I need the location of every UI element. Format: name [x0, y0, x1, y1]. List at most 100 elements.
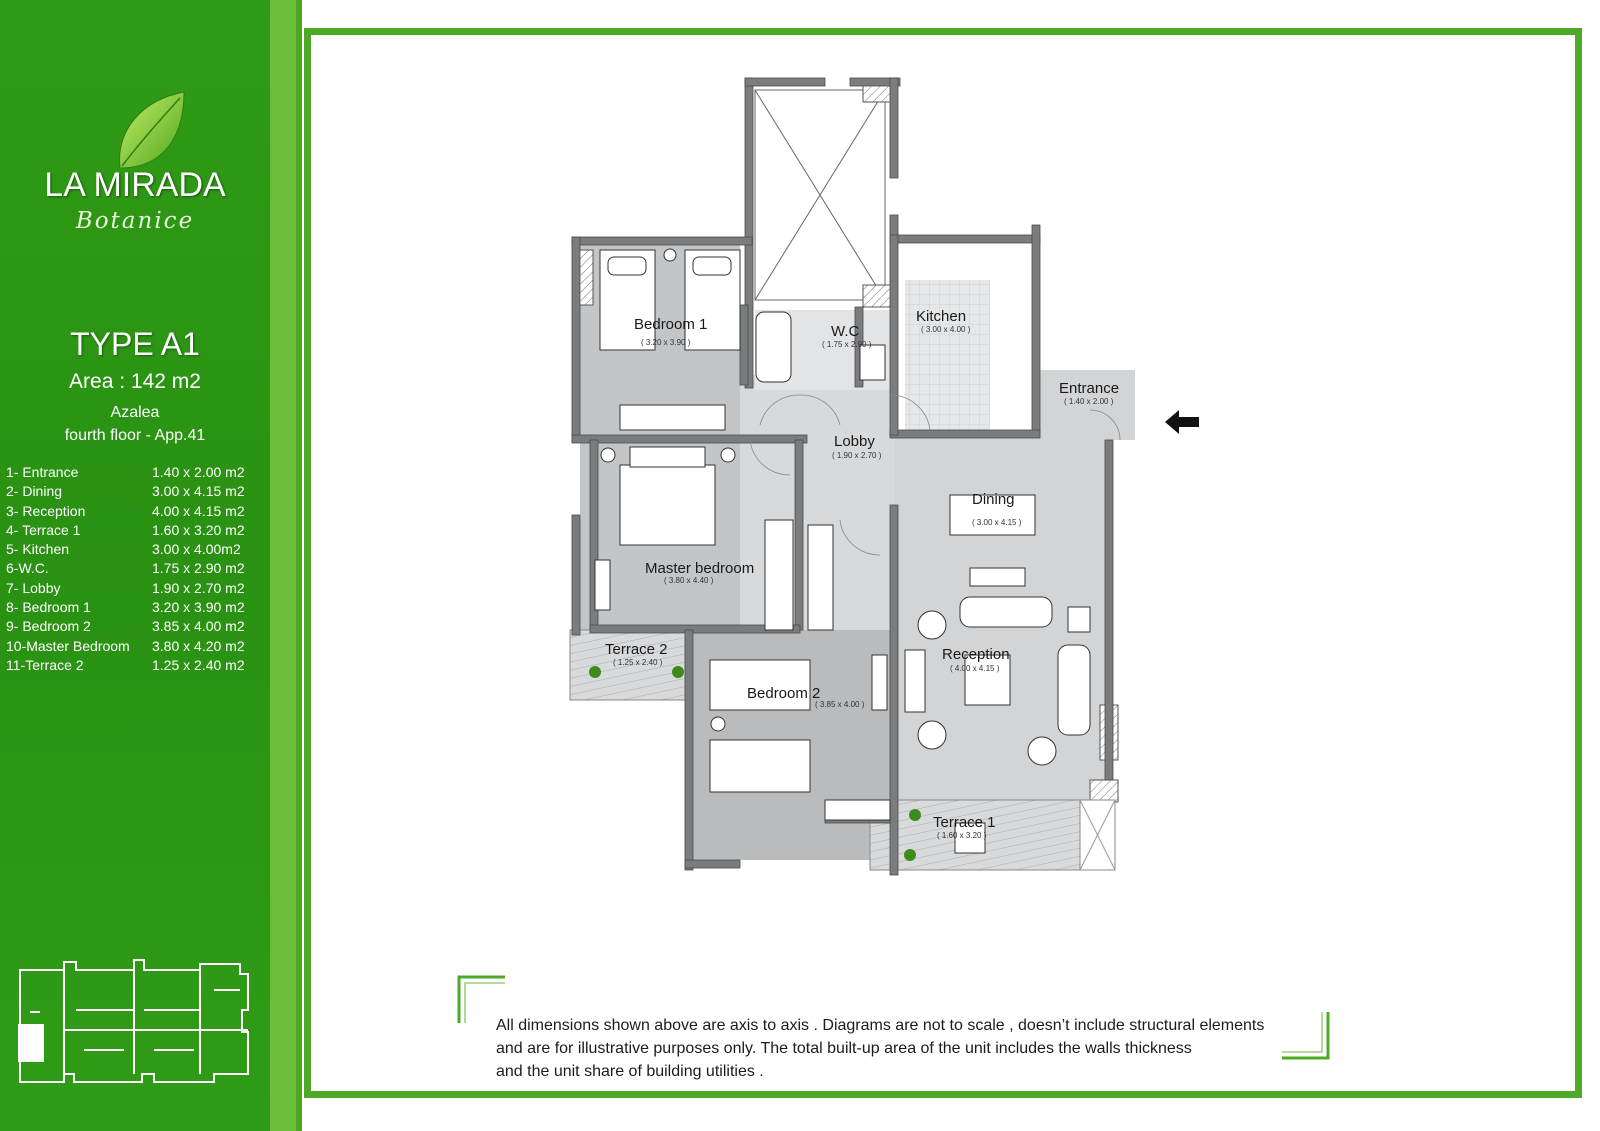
label-kitchen: Kitchen	[916, 308, 967, 325]
wardrobe	[619, 404, 726, 431]
disclaimer-line: All dimensions shown above are axis to a…	[496, 1017, 1265, 1034]
armchair	[917, 720, 947, 750]
desk	[824, 799, 891, 821]
label-dining: Dining	[972, 491, 1015, 508]
list-item: 2- Dining 3.00 x 4.15 m2	[6, 482, 266, 501]
plant-icon	[904, 849, 916, 861]
plants	[589, 666, 921, 861]
label-reception: Reception	[942, 646, 1010, 663]
room-dimension: 3.20 x 3.90 m2	[152, 599, 245, 616]
disclaimer-text: All dimensions shown above are axis to a…	[496, 1014, 1356, 1083]
label-terrace1: Terrace 1	[933, 814, 996, 831]
brand-subtitle: Botanice	[75, 208, 195, 234]
room-dimension: 4.00 x 4.15 m2	[152, 502, 245, 519]
coffee-table	[964, 654, 1011, 706]
bracket-top-left	[457, 975, 505, 1023]
disclaimer-line: and are for illustrative purposes only. …	[496, 1040, 1192, 1057]
list-item: 10-Master Bedroom 3.80 x 4.20 m2	[6, 637, 266, 656]
unit-building: Azalea	[110, 404, 160, 421]
dim-terrace2: ( 1.25 x 2.40 )	[613, 658, 663, 667]
sidebar: LA MIRADA Botanice TYPE A1 Area : 142 m2…	[0, 0, 270, 1131]
room-dimension: 1.25 x 2.40 m2	[152, 656, 245, 673]
label-entrance: Entrance	[1059, 380, 1120, 397]
master-bed	[619, 464, 716, 546]
dim-wc: ( 1.75 x 2.90 )	[822, 340, 872, 349]
room-dimension: 3.80 x 4.20 m2	[152, 637, 245, 654]
furniture	[594, 248, 1091, 854]
desk	[594, 559, 611, 611]
dim-terrace1: ( 1.60 x 3.20 )	[937, 831, 987, 840]
dim-dining: ( 3.00 x 4.15 )	[972, 518, 1022, 527]
shelf	[871, 654, 888, 711]
list-item: 7- Lobby 1.90 x 2.70 m2	[6, 579, 266, 598]
bed	[709, 659, 811, 711]
room-name: 6-W.C.	[6, 560, 49, 577]
armchair	[1027, 736, 1057, 766]
dim-lobby: ( 1.90 x 2.70 )	[832, 451, 882, 460]
label-wc: W.C	[831, 323, 860, 340]
plant-icon	[909, 809, 921, 821]
unit-type: TYPE A1	[70, 326, 200, 362]
armchair	[917, 610, 947, 640]
room-name: 3- Reception	[6, 502, 86, 519]
light-well	[754, 89, 886, 301]
bathtub	[755, 311, 792, 383]
label-bedroom2: Bedroom 2	[747, 685, 821, 702]
label-terrace2: Terrace 2	[605, 641, 668, 658]
list-item: 3- Reception 4.00 x 4.15 m2	[6, 502, 266, 521]
sink	[859, 344, 886, 381]
label-master-bedroom: Master bedroom	[645, 560, 755, 577]
dim-kitchen: ( 3.00 x 4.00 )	[921, 325, 971, 334]
list-item: 8- Bedroom 1 3.20 x 3.90 m2	[6, 598, 266, 617]
room-dimension: 1.90 x 2.70 m2	[152, 579, 245, 596]
room-name: 2- Dining	[6, 483, 63, 500]
tv-unit	[904, 649, 926, 713]
room-dimension: 3.00 x 4.00m2	[152, 541, 241, 558]
terraces	[569, 629, 1116, 871]
room-name: 7- Lobby	[6, 579, 61, 596]
room-name: 8- Bedroom 1	[6, 599, 91, 616]
bed	[709, 739, 811, 793]
room-name: 1- Entrance	[6, 464, 79, 480]
list-item: 6-W.C. 1.75 x 2.90 m2	[6, 559, 266, 578]
dim-reception: ( 4.00 x 4.15 )	[950, 664, 1000, 673]
label-bedroom1: Bedroom 1	[634, 316, 708, 333]
room-dimension: 1.75 x 2.90 m2	[152, 560, 245, 577]
walls	[571, 77, 1114, 876]
dim-entrance: ( 1.40 x 2.00 )	[1064, 397, 1114, 406]
floor-plan	[569, 77, 1135, 876]
room-dimension: 3.85 x 4.00 m2	[152, 618, 245, 635]
room-name: 10-Master Bedroom	[6, 637, 130, 654]
key-plan-diagram	[18, 959, 249, 1083]
sidebar-stripe-dark	[296, 0, 302, 1131]
plant-icon	[672, 666, 684, 678]
room-name: 9- Bedroom 2	[6, 618, 91, 635]
wardrobe	[764, 519, 794, 631]
dim-master-bedroom: ( 3.80 x 4.40 )	[664, 576, 714, 585]
sofa	[1057, 644, 1091, 736]
disclaimer-line: and the unit share of building utilities…	[496, 1063, 764, 1080]
entrance-arrow-icon	[1165, 410, 1199, 434]
label-lobby: Lobby	[834, 433, 875, 450]
plant-icon	[589, 666, 601, 678]
list-item: 4- Terrace 1 1.60 x 3.20 m2	[6, 521, 266, 540]
unit-area: Area : 142 m2	[69, 370, 201, 393]
main-frame	[304, 28, 1582, 1098]
leaf-logo-icon	[119, 91, 185, 169]
door-swings	[749, 394, 1121, 556]
dim-bedroom2: ( 3.85 x 4.00 )	[815, 700, 865, 709]
room-dimension: 1.60 x 3.20 m2	[152, 521, 245, 538]
room-dimension: 3.00 x 4.15 m2	[152, 483, 245, 500]
wardrobe	[807, 524, 834, 631]
sofa	[959, 596, 1053, 628]
bracket-bottom-right	[1282, 1012, 1330, 1060]
room-name: 5- Kitchen	[6, 541, 70, 558]
room-name: 4- Terrace 1	[6, 521, 81, 538]
brand-name: LA MIRADA	[44, 166, 226, 204]
list-item: 5- Kitchen 3.00 x 4.00m2	[6, 540, 266, 559]
dim-bedroom1: ( 3.20 x 3.90 )	[641, 338, 691, 347]
highlighted-unit	[18, 1024, 44, 1062]
